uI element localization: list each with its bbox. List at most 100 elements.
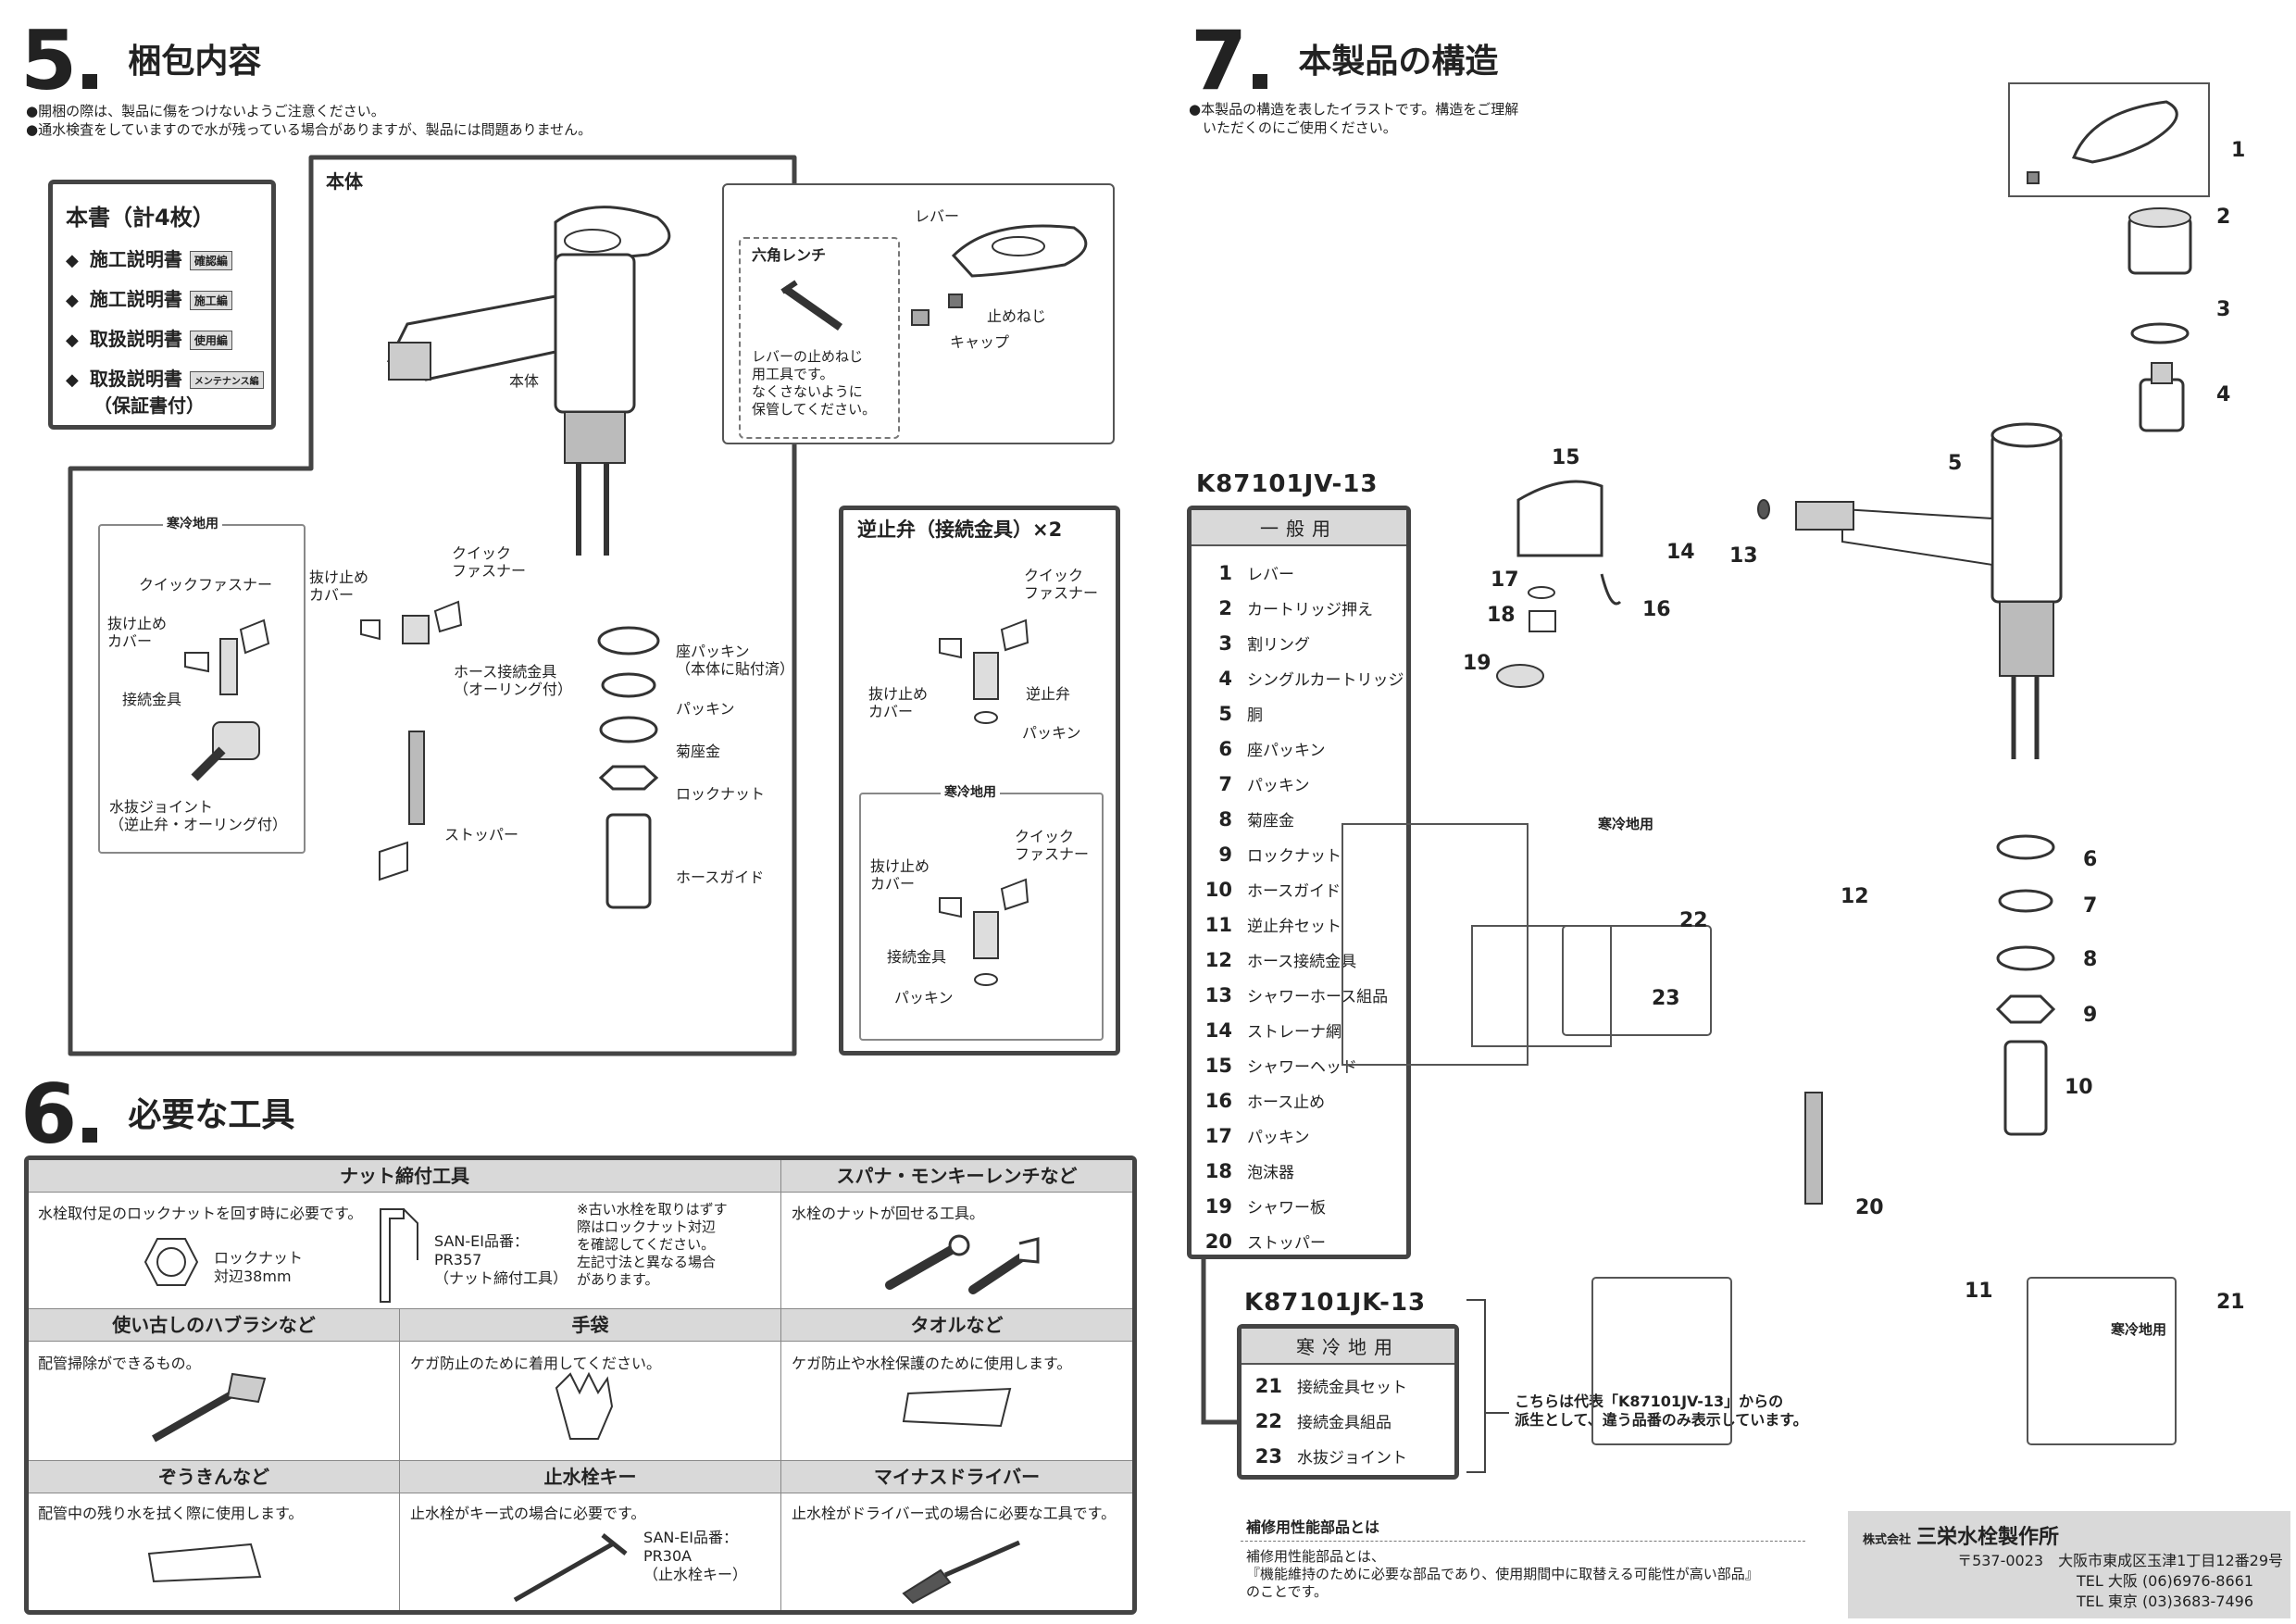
body-label: 本体 — [509, 372, 540, 390]
tool-head: タオルなど — [781, 1309, 1132, 1342]
check-valve-title: 逆止弁（接続金具）×2 — [857, 518, 1063, 541]
part-number: 7 — [1218, 773, 1232, 795]
callout-22: 22 — [1679, 909, 1708, 932]
callout-21: 21 — [2216, 1291, 2245, 1314]
part-number: 13 — [1204, 984, 1232, 1006]
doc-tag: メンテナンス編 — [189, 371, 264, 389]
part-number: 1 — [1218, 562, 1232, 584]
locknut-label: ロックナット — [676, 785, 766, 803]
tool-head: 手袋 — [400, 1309, 780, 1342]
old-faucet-note: ※古い水栓を取りはずす際はロックナット対辺を確認してください。左記寸法と異なる場… — [577, 1201, 728, 1288]
part-name: ストッパー — [1247, 1234, 1326, 1253]
check-cold-quick-label: クイックファスナー — [1015, 828, 1090, 863]
callout-6: 6 — [2083, 848, 2098, 871]
part-number: 6 — [1218, 738, 1232, 760]
section5-number: 5 — [20, 13, 77, 108]
model-cold: K87101JK-13 — [1244, 1289, 1427, 1317]
part-number: 21 — [1254, 1375, 1282, 1397]
main-body-label: 本体 — [326, 170, 363, 193]
company-tel-osaka: TEL 大阪 (06)6976-8661 — [2076, 1572, 2253, 1590]
cap-label: キャップ — [950, 333, 1010, 351]
sanei-pr357: SAN-EI品番：PR357（ナット締付工具） — [434, 1232, 568, 1287]
callout-15: 15 — [1552, 446, 1580, 469]
callout-17: 17 — [1491, 568, 1519, 592]
screwdriver-icon — [902, 1540, 1021, 1605]
documents-box: 本書（計4枚） ◆施工説明書確認編 ◆施工説明書施工編 ◆取扱説明書使用編 ◆取… — [48, 180, 276, 430]
callout-4: 4 — [2216, 383, 2231, 406]
company-prefix: 株式会社 — [1863, 1533, 1912, 1547]
callout-13: 13 — [1729, 544, 1758, 568]
parts-list-row: 6 座パッキン — [1192, 731, 1406, 767]
wrench-note: レバーの止めねじ用工具です。なくさないように保管してください。 — [752, 348, 877, 418]
diagram-cold-label: 寒冷地用 — [1594, 815, 1658, 833]
hose-parts-icon — [360, 600, 463, 881]
tool-desc: 配管掃除ができるもの。 — [38, 1355, 201, 1372]
parts-list-cold-head: 寒冷地用 — [1242, 1329, 1454, 1365]
sanei-pr30a: SAN-EI品番：PR30A（止水栓キー） — [643, 1529, 748, 1583]
callout-11: 11 — [1965, 1280, 1993, 1303]
tool-desc: ケガ防止のために着用してください。 — [410, 1355, 662, 1372]
tool-desc: ケガ防止や水栓保護のために使用します。 — [792, 1355, 1072, 1372]
tool-head: 止水栓キー — [400, 1461, 780, 1493]
callout-8: 8 — [2083, 948, 2098, 971]
section6-heading: 6 必要な工具 — [20, 1074, 294, 1156]
check-valve-icon — [939, 618, 1029, 724]
part-number: 9 — [1218, 843, 1232, 866]
callout-23: 23 — [1652, 987, 1680, 1010]
cap-and-screw-icon — [911, 294, 963, 326]
parts-list-row: 7 パッキン — [1192, 767, 1406, 802]
callout-9: 9 — [2083, 1004, 2098, 1027]
check-cold-cover-label: 抜け止めカバー — [870, 857, 930, 893]
part-name: パッキン — [1247, 777, 1310, 795]
wrench-tools-icon — [885, 1234, 1040, 1294]
callout-10: 10 — [2065, 1076, 2093, 1099]
note-line: ●開梱の際は、製品に傷をつけないようご注意ください。 — [26, 103, 385, 119]
part-name: 座パッキン — [1247, 742, 1326, 760]
quick-fastener-label-2: クイックファスナー — [452, 544, 527, 580]
toothbrush-icon — [152, 1372, 267, 1443]
stop-key-icon — [513, 1533, 628, 1603]
repair-divider — [1241, 1541, 1805, 1542]
tools-table: ナット締付工具 スパナ・モンキーレンチなど 水栓取付足のロックナットを回す時に必… — [24, 1156, 1137, 1615]
check-quick-label: クイックファスナー — [1024, 567, 1099, 602]
tool-desc: 水栓取付足のロックナットを回す時に必要です。 — [38, 1205, 363, 1222]
section5-heading: 5 梱包内容 — [20, 20, 261, 102]
part-number: 22 — [1254, 1410, 1282, 1432]
tool-head: ナット締付工具 — [29, 1160, 780, 1193]
tool-head: マイナスドライバー — [781, 1461, 1132, 1493]
part-name: ロックナット — [1247, 847, 1341, 866]
company-address: 〒537-0023 大阪市東成区玉津1丁目12番29号 — [1957, 1552, 2283, 1569]
documents-title: 本書（計4枚） — [66, 205, 215, 231]
part-number: 14 — [1204, 1019, 1232, 1042]
part-name: ホース接続金具 — [1247, 953, 1357, 971]
faucet-illustration — [386, 206, 671, 556]
part-number: 23 — [1254, 1445, 1282, 1468]
doc-tag: 使用編 — [189, 331, 232, 350]
callout-12: 12 — [1841, 885, 1869, 908]
check-valve-box — [839, 506, 1120, 1056]
part-number: 20 — [1204, 1230, 1232, 1253]
part-number: 18 — [1204, 1160, 1232, 1182]
check-cold-packing-label: パッキン — [894, 989, 954, 1006]
set-screw-label: 止めねじ — [987, 307, 1047, 325]
nut-tool-icon — [380, 1208, 418, 1303]
lever-icon — [951, 224, 1088, 278]
locknut-size: ロックナット対辺38mm — [214, 1249, 304, 1285]
part-name: 泡沫器 — [1247, 1164, 1294, 1182]
part-name: シャワーヘッド — [1247, 1058, 1357, 1077]
hex-wrench-icon — [780, 280, 842, 331]
warranty-note: （保証書付） — [94, 394, 205, 417]
part-number: 19 — [1204, 1195, 1232, 1218]
model-standard: K87101JV-13 — [1196, 470, 1379, 498]
callout-1: 1 — [2231, 139, 2246, 162]
washer-label: 菊座金 — [676, 743, 721, 760]
part-name: 逆止弁セット — [1247, 918, 1341, 936]
